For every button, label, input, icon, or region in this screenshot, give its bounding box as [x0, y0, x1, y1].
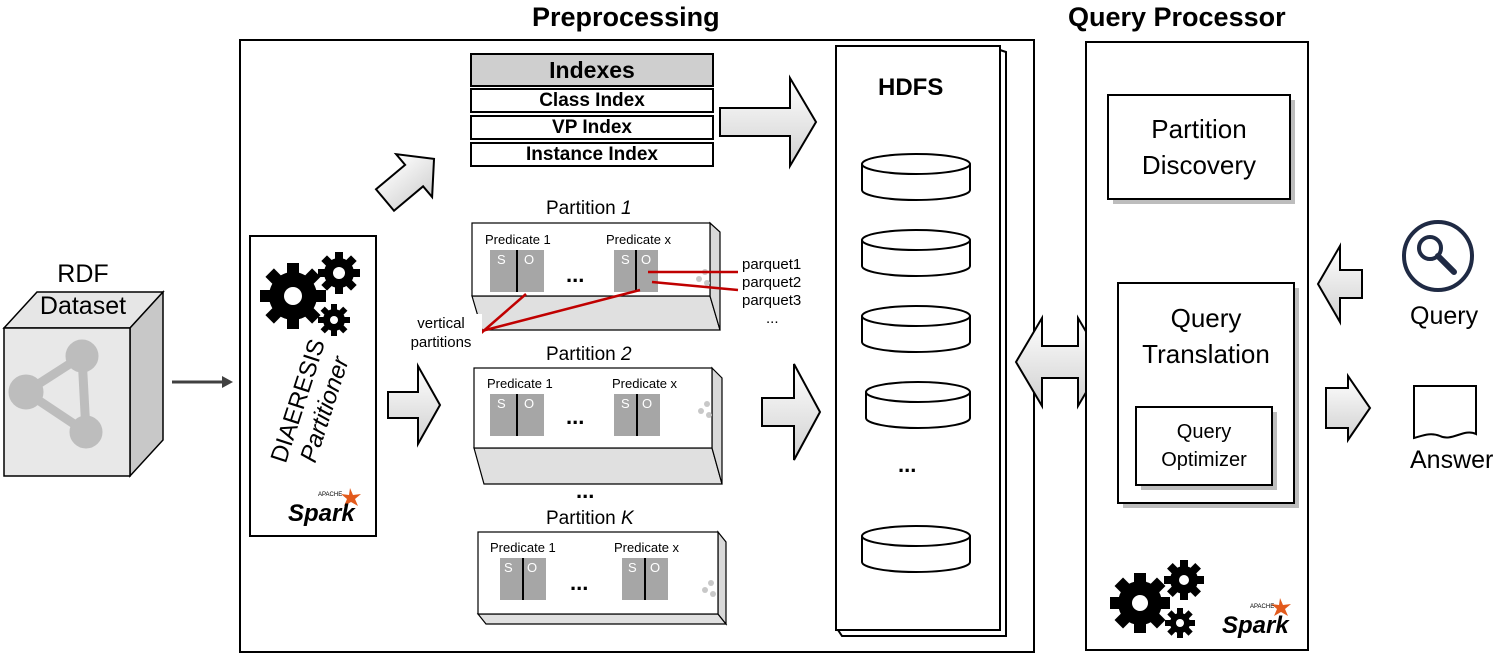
- parquet-2: parquet2: [742, 274, 802, 291]
- partition-k-title: Partition K: [546, 508, 634, 530]
- cylinder-5: [861, 525, 971, 573]
- index-vp: VP Index: [470, 115, 714, 140]
- parquet-1: parquet1: [742, 256, 802, 273]
- partition-1-pred-left: Predicate 1: [485, 232, 551, 247]
- answer-label: Answer: [1410, 446, 1494, 474]
- cylinder-1: [861, 153, 971, 201]
- partition-k-prefix: Partition: [546, 508, 621, 529]
- partition-discovery-box: [1107, 94, 1291, 200]
- partition-k-pred-left: Predicate 1: [490, 540, 556, 555]
- between-partitions-dots: ...: [576, 478, 595, 503]
- vertical-partition-lines: [469, 270, 739, 336]
- qp-spark-star-icon: [1271, 598, 1291, 616]
- index-class: Class Index: [470, 88, 714, 113]
- indexes-to-hdfs-arrow: [719, 74, 818, 170]
- query-optimizer-line1: Query: [1176, 421, 1232, 443]
- query-label: Query: [1410, 302, 1479, 330]
- indexes-header: Indexes: [470, 53, 714, 87]
- search-icon: [1402, 220, 1474, 292]
- cylinder-2: [861, 229, 971, 277]
- partition-discovery-label: Partition Discovery: [1108, 111, 1290, 183]
- partition-1-o-left: O: [524, 252, 535, 267]
- partition-k-s-right: S: [628, 560, 637, 575]
- partition-2-o-left: O: [524, 396, 535, 411]
- rdf-dataset-cube: [2, 290, 165, 478]
- hdfs-title: HDFS: [878, 74, 944, 101]
- partition-2-o-right: O: [642, 396, 653, 411]
- rdf-graph-icon: [8, 339, 103, 449]
- partition-1-id: 1: [620, 198, 632, 219]
- hdfs-box-shadow: [837, 49, 1007, 637]
- document-icon: [1413, 385, 1477, 440]
- so-dividers: [516, 250, 646, 600]
- partition-2-pred-left: Predicate 1: [487, 376, 553, 391]
- vertical-partitions-label: vertical partitions: [400, 314, 482, 352]
- query-to-qp-arrow: [1316, 242, 1363, 326]
- partitioner-to-indexes-arrow: [374, 152, 436, 213]
- partition-k-dots: ...: [570, 570, 589, 595]
- index-instance: Instance Index: [470, 142, 714, 167]
- spark-star-icon: [341, 488, 361, 506]
- partition-1-s-left: S: [497, 252, 506, 267]
- partition-k-s-left: S: [504, 560, 513, 575]
- query-optimizer-line2: Optimizer: [1161, 449, 1247, 471]
- rdf-to-partitioner-arrow: [172, 376, 233, 388]
- partition-1-pred-right: Predicate x: [606, 232, 672, 247]
- query-optimizer-label: Query Optimizer: [1136, 418, 1272, 474]
- parquet-list: parquet1 parquet2 parquet3 ...: [742, 256, 801, 328]
- partition-1-dots: ...: [566, 262, 585, 287]
- query-translation-label: Query Translation: [1118, 300, 1294, 372]
- partition-k-id: K: [620, 508, 634, 529]
- partition-1-o-right: O: [641, 252, 652, 267]
- query-optimizer-box: [1135, 406, 1273, 486]
- qp-gears-icon: [1110, 560, 1204, 638]
- partition-2-dots: ...: [566, 404, 585, 429]
- partitioner-to-partitions-arrow: [387, 362, 442, 448]
- rdf-label-line2: Dataset: [39, 292, 127, 320]
- qp-spark-logo-text: Spark: [1222, 612, 1289, 639]
- indexes-table: Indexes Class Index VP Index Instance In…: [470, 53, 714, 167]
- partition-2-s-right: S: [621, 396, 630, 411]
- partition-2-id: 2: [620, 344, 632, 365]
- spark-logo-text: Spark: [288, 500, 355, 527]
- partition-box-1: [471, 221, 721, 331]
- rdf-dataset-label: RDF Dataset: [26, 258, 140, 322]
- parquet-3: parquet3: [742, 292, 802, 309]
- gears-icon: [260, 252, 360, 336]
- hdfs-dots: ...: [898, 452, 917, 477]
- partition-2-title: Partition 2: [546, 344, 632, 366]
- vertical-partitions-line1: vertical: [417, 315, 465, 332]
- partition-k-o-left: O: [527, 560, 538, 575]
- qp-to-answer-arrow: [1325, 372, 1372, 444]
- partition-graph-icons: [696, 269, 716, 597]
- rdf-label-line1: RDF: [57, 260, 109, 288]
- spark-logo-small: APACHE: [318, 492, 343, 498]
- cylinder-3: [861, 305, 971, 353]
- partitions-to-hdfs-arrow: [761, 363, 822, 461]
- preprocessing-title: Preprocessing: [532, 2, 720, 32]
- parquet-more: ...: [766, 310, 779, 327]
- partition-k-o-right: O: [650, 560, 661, 575]
- partition-2-pred-right: Predicate x: [612, 376, 678, 391]
- partition-1-s-right: S: [621, 252, 630, 267]
- query-translation-line2: Translation: [1142, 339, 1270, 369]
- partition-discovery-line1: Partition: [1151, 114, 1247, 144]
- hdfs-cylinders: [861, 153, 971, 573]
- cylinder-4: [865, 381, 971, 429]
- partition-1-prefix: Partition: [546, 198, 621, 219]
- query-translation-line1: Query: [1170, 303, 1242, 333]
- qp-spark-logo-small: APACHE: [1250, 604, 1275, 610]
- partition-discovery-line2: Discovery: [1141, 150, 1257, 180]
- query-processor-title: Query Processor: [1068, 2, 1286, 32]
- partition-2-s-left: S: [497, 396, 506, 411]
- partition-k-pred-right: Predicate x: [614, 540, 680, 555]
- vertical-partitions-line2: partitions: [410, 334, 472, 351]
- partition-1-title: Partition 1: [546, 198, 632, 220]
- partition-2-prefix: Partition: [546, 344, 621, 365]
